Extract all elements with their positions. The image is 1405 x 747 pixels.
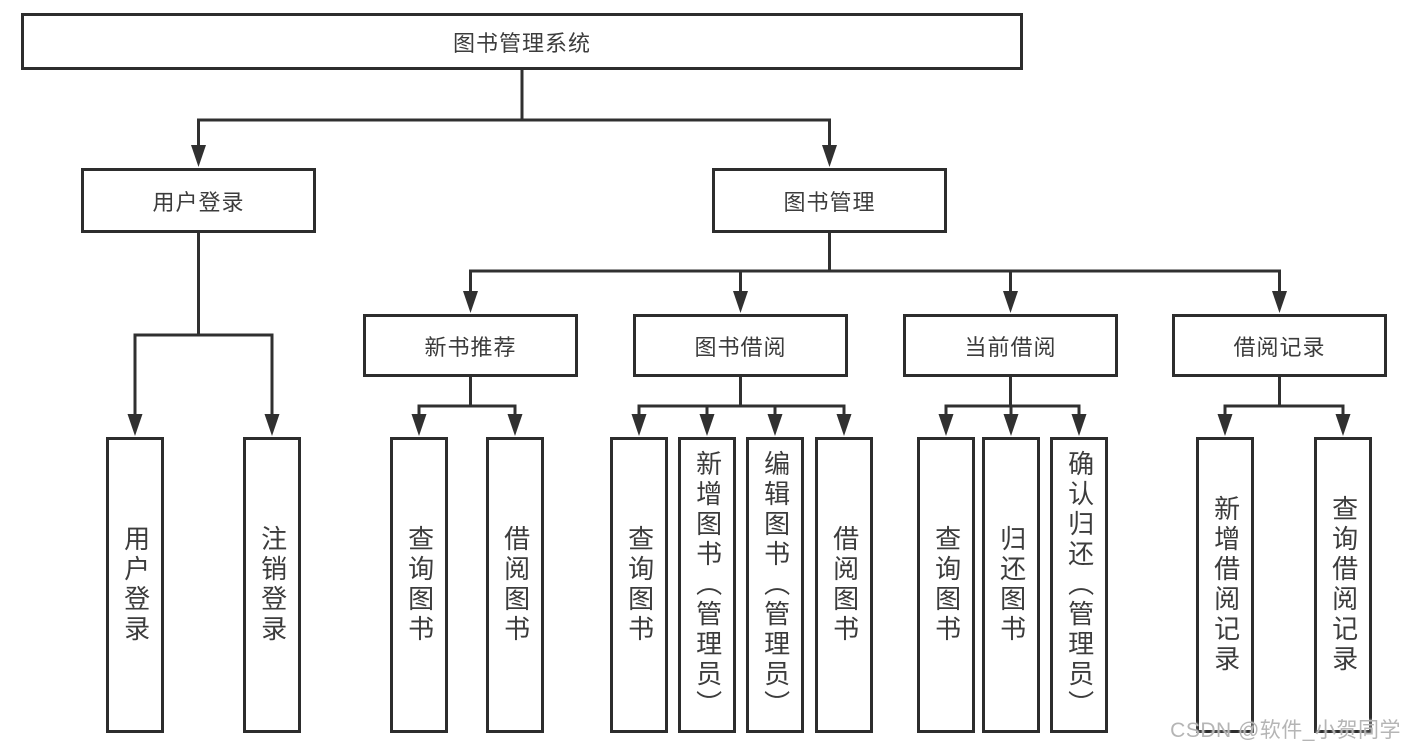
node-borrow-book-2-label: 借阅图书 bbox=[829, 525, 860, 645]
node-book-management-label: 图书管理 bbox=[783, 189, 876, 215]
watermark: CSDN @软件_小贺同学 bbox=[1170, 719, 1401, 742]
node-add-book-admin: 新增图书（管理员） bbox=[678, 437, 736, 733]
node-borrow-book-1-label: 借阅图书 bbox=[500, 525, 531, 645]
node-user-login: 用户登录 bbox=[81, 168, 316, 233]
node-book-borrow: 图书借阅 bbox=[633, 314, 848, 377]
node-query-book-2-label: 查询图书 bbox=[624, 525, 655, 645]
node-query-book-3: 查询图书 bbox=[917, 437, 975, 733]
node-add-borrow-record: 新增借阅记录 bbox=[1196, 437, 1254, 733]
node-query-book-3-label: 查询图书 bbox=[931, 525, 962, 645]
node-edit-book-admin-label: 编辑图书（管理员） bbox=[760, 450, 791, 720]
node-logout-action: 注销登录 bbox=[243, 437, 301, 733]
node-new-book-recommend: 新书推荐 bbox=[363, 314, 578, 377]
node-query-book-2: 查询图书 bbox=[610, 437, 668, 733]
node-borrow-records-label: 借阅记录 bbox=[1233, 334, 1326, 360]
node-add-borrow-record-label: 新增借阅记录 bbox=[1210, 495, 1241, 675]
node-query-book-1: 查询图书 bbox=[390, 437, 448, 733]
node-confirm-return-admin-label: 确认归还（管理员） bbox=[1064, 450, 1095, 720]
node-query-borrow-record: 查询借阅记录 bbox=[1314, 437, 1372, 733]
node-user-login-label: 用户登录 bbox=[152, 189, 245, 215]
node-query-book-1-label: 查询图书 bbox=[404, 525, 435, 645]
node-borrow-book-1: 借阅图书 bbox=[486, 437, 544, 733]
node-book-borrow-label: 图书借阅 bbox=[694, 334, 787, 360]
node-root: 图书管理系统 bbox=[21, 13, 1023, 70]
node-current-borrow: 当前借阅 bbox=[903, 314, 1118, 377]
node-borrow-records: 借阅记录 bbox=[1172, 314, 1387, 377]
node-user-login-action-label: 用户登录 bbox=[120, 525, 151, 645]
node-confirm-return-admin: 确认归还（管理员） bbox=[1050, 437, 1108, 733]
node-return-book: 归还图书 bbox=[982, 437, 1040, 733]
node-logout-action-label: 注销登录 bbox=[257, 525, 288, 645]
node-book-management: 图书管理 bbox=[712, 168, 947, 233]
node-borrow-book-2: 借阅图书 bbox=[815, 437, 873, 733]
node-new-book-recommend-label: 新书推荐 bbox=[424, 334, 517, 360]
node-query-borrow-record-label: 查询借阅记录 bbox=[1328, 495, 1359, 675]
node-add-book-admin-label: 新增图书（管理员） bbox=[692, 450, 723, 720]
node-user-login-action: 用户登录 bbox=[106, 437, 164, 733]
node-edit-book-admin: 编辑图书（管理员） bbox=[746, 437, 804, 733]
node-current-borrow-label: 当前借阅 bbox=[964, 334, 1057, 360]
node-return-book-label: 归还图书 bbox=[996, 525, 1027, 645]
node-root-label: 图书管理系统 bbox=[452, 30, 591, 56]
